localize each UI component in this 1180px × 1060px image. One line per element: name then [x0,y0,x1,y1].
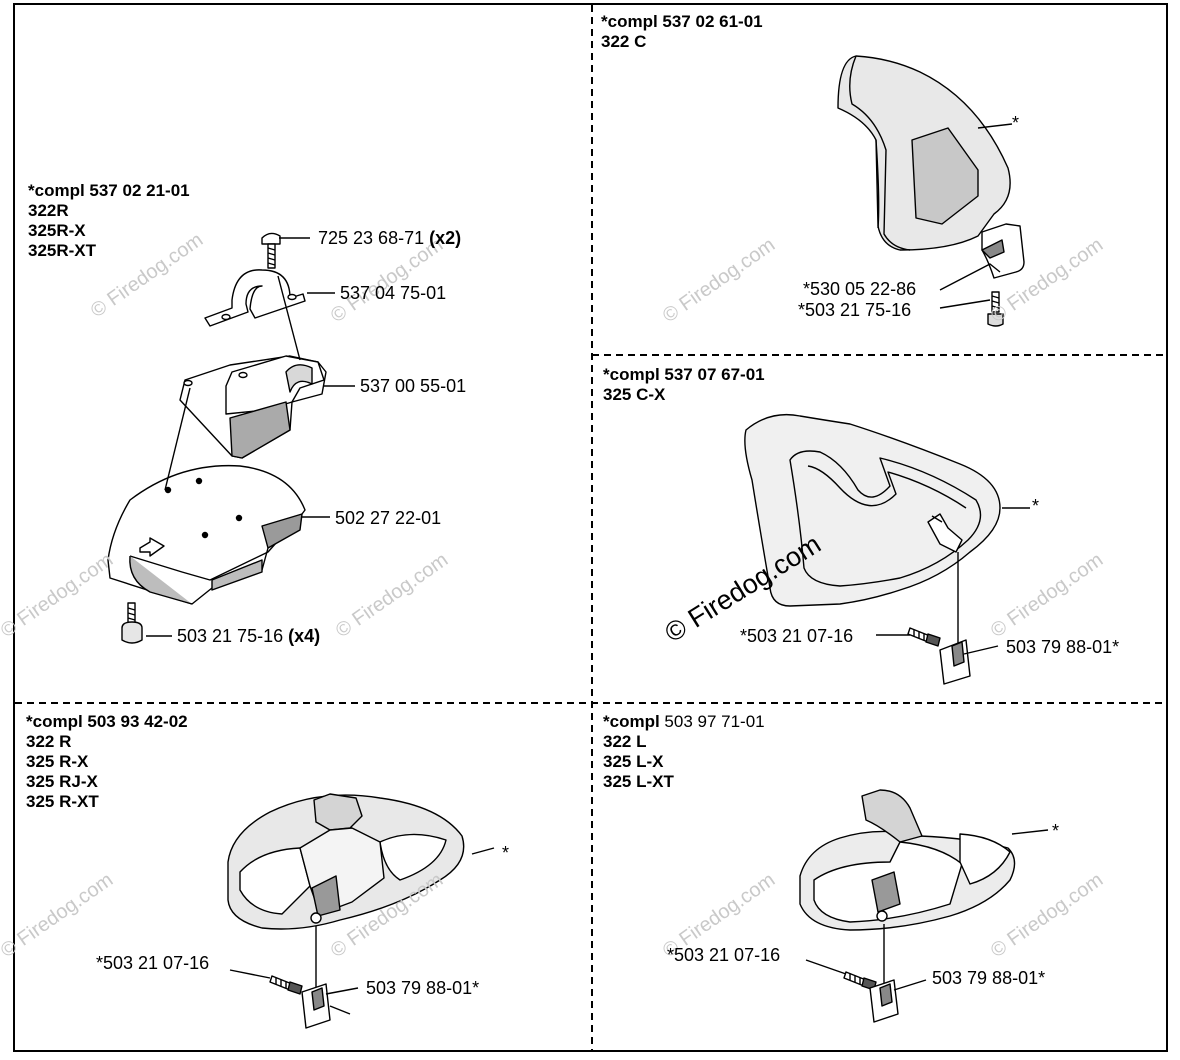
q5-parts [799,789,1049,1023]
bolt-part [261,232,281,269]
guard-322c [837,55,1025,279]
part-label-clamp: 537 04 75-01 [340,283,447,303]
compl-part-number: *compl 537 02 21-01 [28,181,190,200]
q1-parts [107,232,355,644]
part-label-screw: *503 21 75-16 [798,300,912,320]
leader-star-q5 [1011,829,1049,835]
leader-plate-q3 [963,645,999,655]
part-label-star: * [502,843,510,863]
part-label-screw: 503 21 75-16 (x4) [177,626,320,646]
part-label-star: * [1052,821,1060,841]
screw-part [121,602,143,644]
part-label-screw: *503 21 07-16 [96,953,210,973]
clamp-part [204,269,306,327]
section-header-q2: *compl 537 02 61-01 322 C [601,12,763,52]
part-label-bracket: 537 00 55-01 [360,376,467,396]
model-name: 325 R-XT [26,792,99,811]
q3-parts [744,413,1030,685]
part-label-guard: 502 27 22-01 [335,508,442,528]
leader-star-q4 [471,847,495,855]
sheet-border [13,3,1168,1052]
screw-q4 [269,975,303,995]
model-name: 325 L-X [603,752,664,771]
model-name: 322R [28,201,69,220]
model-name: 325R-XT [28,241,97,260]
part-label-plate: 503 79 88-01* [366,978,480,998]
plate-q4 [301,983,351,1029]
compl-part-number: *compl 537 02 61-01 [601,12,763,31]
section-header-q4: *compl 503 93 42-02 322 R 325 R-X 325 RJ… [26,712,188,812]
quantity: (x2) [429,228,462,248]
leader-plate-q5 [893,979,927,991]
part-label-star: * [1012,113,1020,133]
q2-parts [837,55,1025,327]
guard-325cx [744,413,1001,607]
model-name: 325 R-X [26,752,89,771]
quantity: (x4) [288,626,321,646]
part-label-plate: *530 05 22-86 [803,279,917,299]
part-label-plate: 503 79 88-01* [932,968,1046,988]
section-header-q3: *compl 537 07 67-01 325 C-X [603,365,765,405]
part-label-bolt: 725 23 68-71 (x2) [318,228,461,248]
leader-screw-q5 [805,959,847,975]
model-name: 322 R [26,732,72,751]
compl-number: 503 97 71-01 [659,712,765,731]
compl-part-number: *compl 503 93 42-02 [26,712,188,731]
axis-line-1 [277,275,301,361]
axis-line-2 [164,387,191,491]
bracket-part [179,355,327,459]
compl-part-number: *compl 537 07 67-01 [603,365,765,384]
guard-322l [799,789,1016,931]
part-label-screw: *503 21 07-16 [740,626,854,646]
part-number: 725 23 68-71 [318,228,425,248]
section-header-q1: *compl 537 02 21-01 322R 325R-X 325R-XT [28,181,190,261]
plate-q3 [939,639,971,685]
model-name: 322 L [603,732,647,751]
trimmer-guard-part [107,464,306,605]
model-name: 325 L-XT [603,772,674,791]
leader-star-q2 [977,123,1013,129]
compl-prefix: *compl [603,712,660,731]
leader-screw-q2 [939,299,991,309]
compl-part-number: *compl 503 97 71-01 [603,712,765,732]
plate-q5 [869,979,899,1023]
guard-325r [227,793,465,930]
model-name: 325R-X [28,221,86,240]
section-header-q5: *compl 503 97 71-01 322 L 325 L-X 325 L-… [603,712,765,792]
part-number: 503 21 75-16 [177,626,284,646]
model-name: 325 C-X [603,385,666,404]
screw-q3 [907,627,941,647]
part-label-screw: *503 21 07-16 [667,945,781,965]
model-name: 322 C [601,32,647,51]
part-label-star: * [1032,496,1040,516]
model-name: 325 RJ-X [26,772,98,791]
leader-plate-q4 [325,987,359,995]
leader-plate-q2 [939,263,1001,291]
screw-322c [987,291,1004,327]
part-label-plate: 503 79 88-01* [1006,637,1120,657]
q4-parts [227,793,495,1029]
leader-screw-q4 [229,969,271,979]
